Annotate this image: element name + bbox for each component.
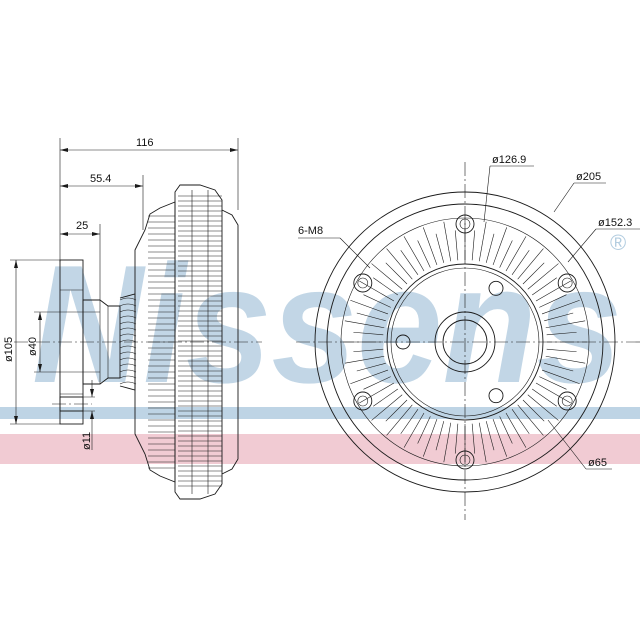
watermark-pink-stripe <box>0 434 640 464</box>
front-hub-face <box>390 267 540 417</box>
dim-fin-circle: ø152.3 <box>598 217 632 229</box>
watermark: Nissens ® <box>0 230 640 464</box>
front-dimensions: ø126.9 ø205 ø152.3 6-M8 ø65 <box>298 154 640 470</box>
dim-flange-diameter: ø105 <box>3 337 15 362</box>
watermark-blue-stripe <box>0 407 640 419</box>
dim-hole-diameter: ø11 <box>81 432 93 450</box>
dim-overall-length: 116 <box>136 137 154 149</box>
dim-bolt-circle: ø126.9 <box>492 154 526 166</box>
watermark-registered-mark: ® <box>610 230 626 255</box>
front-cooling-fins <box>343 220 587 464</box>
front-fin-circle <box>386 263 544 421</box>
front-rim-inner <box>326 203 604 481</box>
dim-flange-width: 25 <box>76 220 88 232</box>
dim-outer-diameter: ø205 <box>576 171 601 183</box>
dim-thread-spec: 6-M8 <box>298 225 323 237</box>
dim-hub-offset: 55.4 <box>90 173 111 185</box>
side-dimensions: 116 55.4 25 ø105 ø40 <box>3 137 239 450</box>
side-housing-fins <box>178 190 222 494</box>
front-bore <box>434 311 496 373</box>
front-mounting-holes <box>353 214 577 470</box>
side-housing <box>174 184 239 500</box>
side-view: 116 55.4 25 ø105 ø40 <box>3 137 262 500</box>
front-outer-rim <box>314 191 616 493</box>
front-view: ø126.9 ø205 ø152.3 6-M8 ø65 <box>296 154 640 520</box>
watermark-logo-text: Nissens <box>32 230 622 418</box>
side-body-fins <box>148 215 175 469</box>
dim-bore-diameter: ø65 <box>588 457 607 469</box>
front-bore-inner <box>442 319 488 365</box>
dim-pilot-diameter: ø40 <box>27 337 39 356</box>
front-fin-outer-circle <box>340 217 590 467</box>
